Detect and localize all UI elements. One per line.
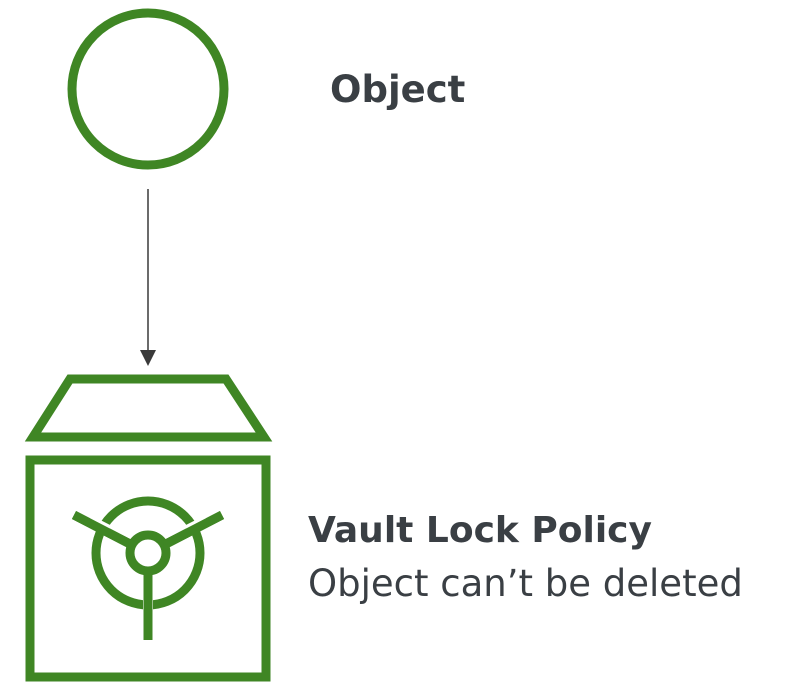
- object-circle-icon: [67, 8, 229, 170]
- object-label: Object: [330, 68, 466, 111]
- vault-lid: [24, 374, 273, 442]
- vault-dial-inner: [125, 530, 171, 576]
- vault-body: [25, 455, 271, 682]
- vault-lock-title: Vault Lock Policy: [308, 510, 652, 551]
- connector-arrow: [140, 189, 156, 366]
- vault-lock-subtitle: Object can’t be deleted: [308, 562, 743, 605]
